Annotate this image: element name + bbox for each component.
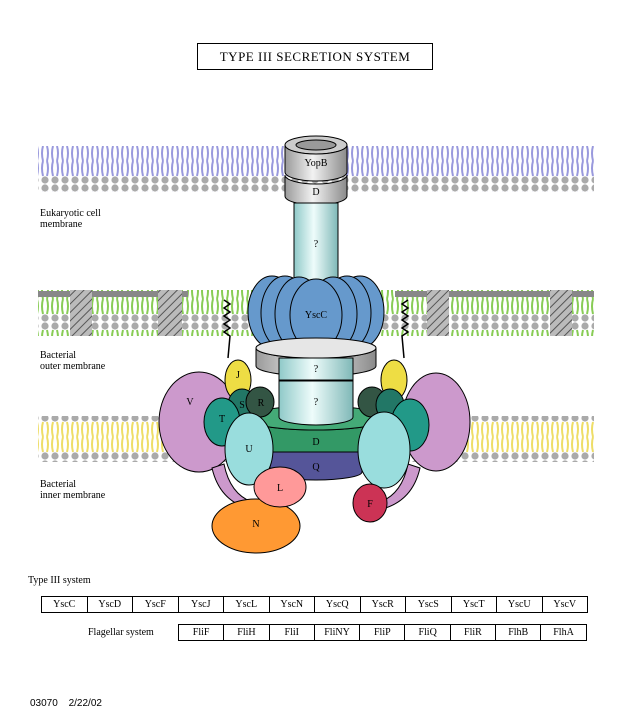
- eukaryotic-membrane-label: Eukaryotic cell membrane: [40, 208, 101, 230]
- gene-cell[interactable]: YscC: [41, 596, 88, 613]
- porin-right-1: [427, 290, 449, 336]
- outer-label-line-1: Bacterial: [40, 350, 77, 361]
- u-protein-right: [357, 411, 411, 489]
- gene-cell[interactable]: YscJ: [177, 596, 224, 613]
- gene-cell[interactable]: FlhA: [540, 624, 587, 641]
- gene-cell[interactable]: YscU: [496, 596, 543, 613]
- s-label: S: [239, 400, 245, 411]
- gene-cell[interactable]: YscN: [268, 596, 315, 613]
- outer-membrane-lps-left: [38, 291, 188, 297]
- n-protein: [211, 498, 301, 554]
- map-id: 03070: [30, 698, 58, 709]
- u-label: U: [245, 444, 253, 455]
- n-label: N: [252, 519, 259, 530]
- map-date: 2/22/02: [68, 698, 102, 709]
- d-base-label: D: [312, 437, 319, 448]
- type3-system-label: Type III system: [28, 575, 91, 586]
- inner-rod-upper: [278, 357, 354, 381]
- gene-cell[interactable]: YscS: [405, 596, 452, 613]
- t-label: T: [219, 414, 225, 425]
- porin-right-2: [550, 290, 572, 336]
- q-base-label: Q: [312, 462, 320, 473]
- l-protein: [253, 466, 307, 508]
- gene-cell[interactable]: YscR: [359, 596, 406, 613]
- d-top-label: D: [312, 187, 319, 198]
- j-label: J: [236, 370, 240, 381]
- q-low-label: ?: [314, 397, 319, 408]
- u-protein-left: [224, 412, 274, 486]
- inner-rod-lower: [278, 380, 354, 426]
- outer-label-line-2: outer membrane: [40, 361, 106, 372]
- porin-left-2: [158, 290, 182, 336]
- diagram-title: TYPE III SECRETION SYSTEM: [197, 43, 433, 70]
- gene-cell[interactable]: FliR: [449, 624, 497, 641]
- gene-cell[interactable]: YscV: [541, 596, 588, 613]
- yscc-secretin: [247, 275, 385, 352]
- f-label: F: [367, 499, 373, 510]
- inner-label-line-2: inner membrane: [40, 490, 106, 501]
- footer: 03070 2/22/02: [30, 698, 110, 709]
- gene-cell[interactable]: FlhB: [495, 624, 542, 641]
- l-label: L: [277, 483, 283, 494]
- inner-membrane-label: Bacterial inner membrane: [40, 479, 105, 501]
- gene-cell[interactable]: YscD: [86, 596, 133, 613]
- porin-left-1: [70, 290, 92, 336]
- linker-left: [222, 299, 232, 359]
- q-mid-label: ?: [314, 364, 319, 375]
- yopb-band: [284, 144, 348, 182]
- linker-right: [400, 299, 410, 359]
- gene-cell[interactable]: YscT: [450, 596, 497, 613]
- eukaryotic-label-line-2: membrane: [40, 219, 83, 230]
- gene-cell[interactable]: YscL: [223, 596, 270, 613]
- inner-label-line-1: Bacterial: [40, 479, 77, 490]
- gene-cell[interactable]: YscQ: [314, 596, 361, 613]
- r-label: R: [258, 398, 265, 409]
- yscc-label: YscC: [305, 310, 328, 321]
- v-label: V: [186, 397, 194, 408]
- eukaryotic-label-line-1: Eukaryotic cell: [40, 208, 101, 219]
- gene-cell[interactable]: YscF: [132, 596, 179, 613]
- gene-cell[interactable]: FliNY: [313, 624, 361, 641]
- yopb-hole: [295, 139, 337, 151]
- gene-cell[interactable]: FliI: [268, 624, 315, 641]
- flagellar-system-label: Flagellar system: [88, 627, 154, 638]
- gene-cell[interactable]: FliF: [177, 624, 225, 641]
- gene-cell[interactable]: FliQ: [404, 624, 451, 641]
- ring-middle-top: [255, 337, 377, 359]
- yopb-label: YopB: [305, 158, 328, 169]
- gene-cell[interactable]: FliP: [359, 624, 406, 641]
- gene-cell[interactable]: FliH: [223, 624, 270, 641]
- outer-membrane-lps-right: [395, 291, 594, 297]
- f-protein: [352, 483, 388, 523]
- outer-membrane-label: Bacterial outer membrane: [40, 350, 105, 372]
- needle-label: ?: [314, 239, 319, 250]
